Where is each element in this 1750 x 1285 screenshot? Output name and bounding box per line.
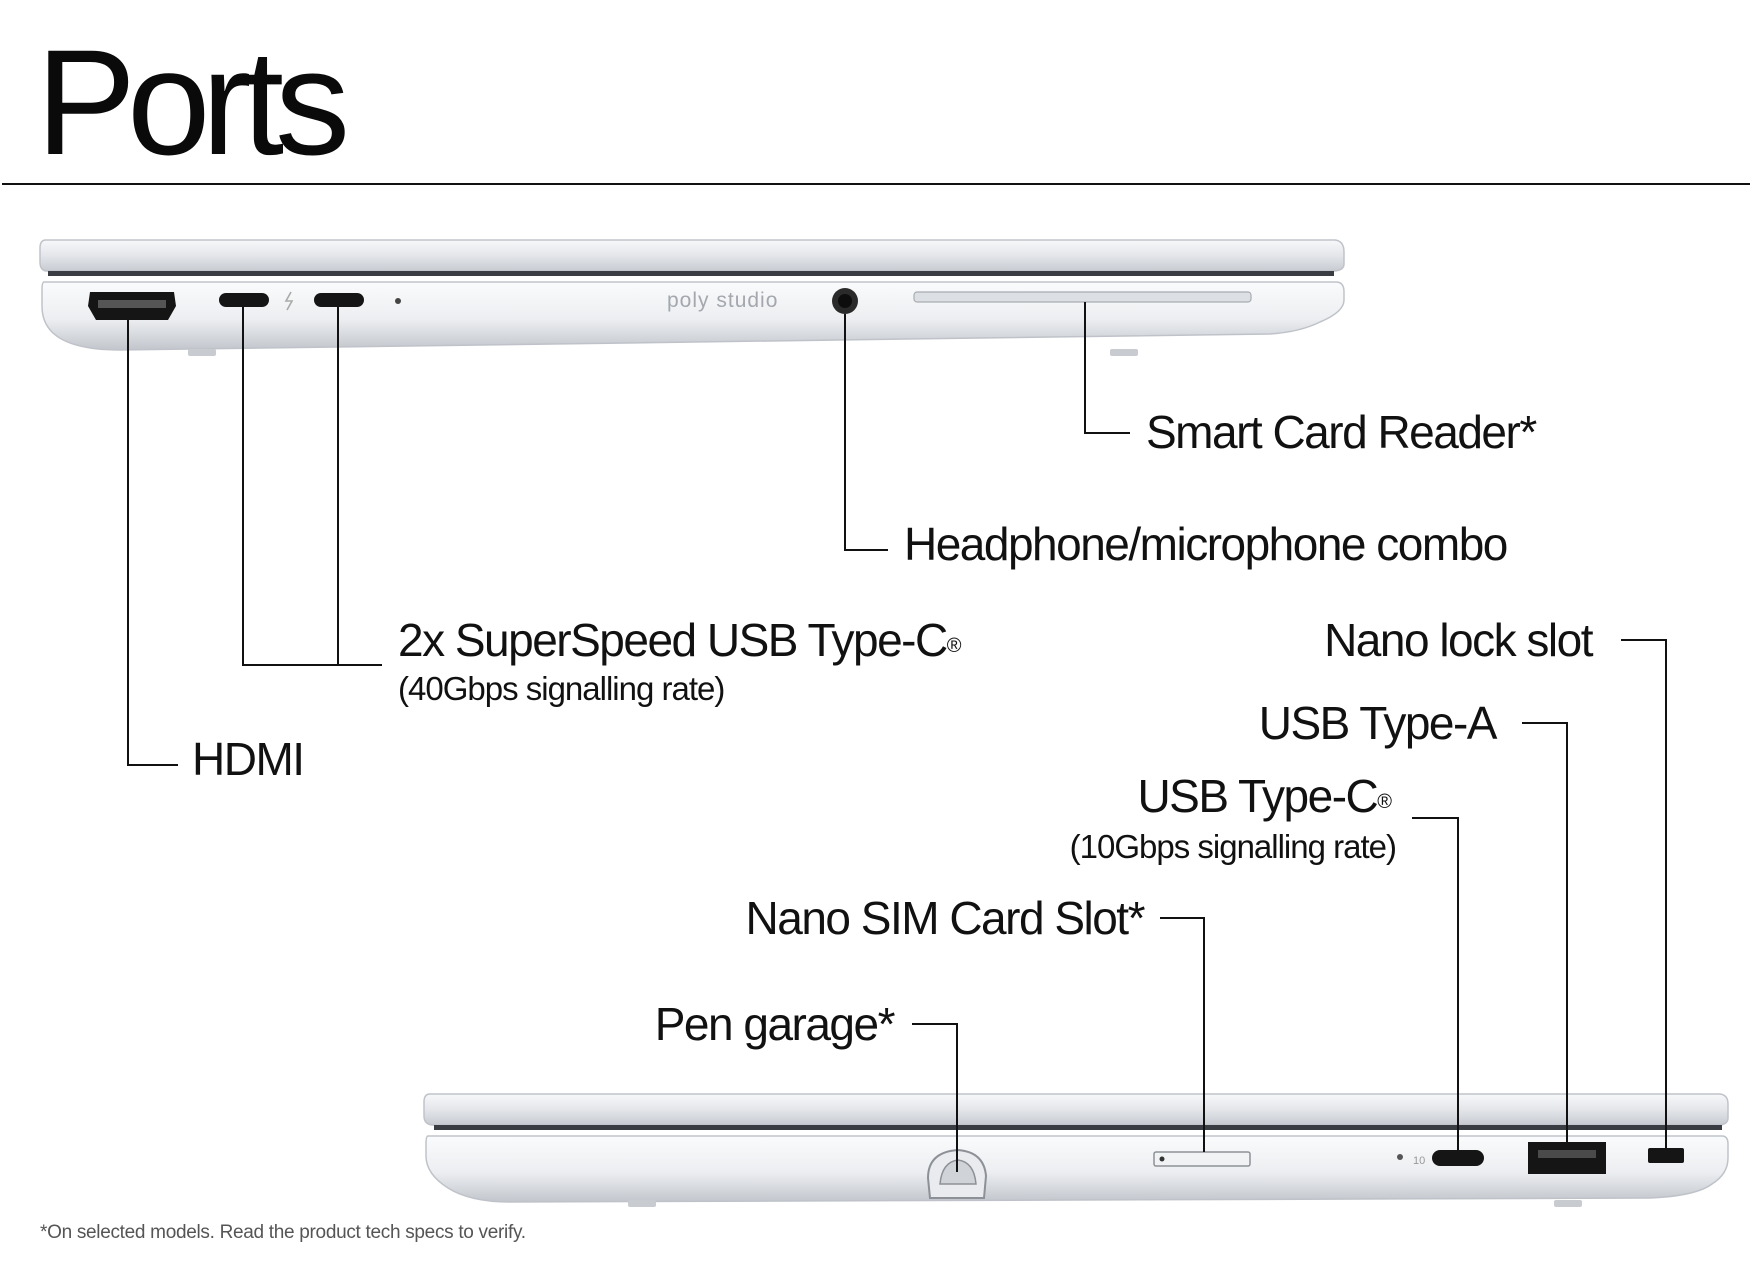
label-hdmi: HDMI — [192, 733, 305, 785]
laptop-left-side: poly studio — [39, 239, 1345, 356]
label-smart-card-reader: Smart Card Reader* — [1146, 406, 1537, 458]
usb-c-port — [219, 293, 269, 307]
label-usb-c-dual: 2x SuperSpeed USB Type-C® — [398, 614, 962, 666]
foot — [188, 349, 216, 356]
leader-nano-sim — [1160, 917, 1205, 1152]
foot — [1554, 1200, 1582, 1207]
hdmi-port-contacts — [98, 300, 166, 308]
poly-studio-logo: poly studio — [667, 289, 778, 312]
hinge-gap — [48, 271, 1334, 276]
nano-lock-slot — [1648, 1148, 1684, 1163]
leader-nano-lock — [1621, 639, 1667, 1148]
status-led — [1397, 1154, 1403, 1160]
smart-card-slot — [913, 291, 1252, 303]
leader-smart-card — [1084, 302, 1130, 434]
label-pen-garage: Pen garage* — [654, 998, 896, 1050]
label-usb-type-a: USB Type-A — [1258, 697, 1498, 749]
leader-usb-c-dual — [242, 307, 382, 666]
usb-c-port — [314, 293, 364, 307]
usb-c-port — [1432, 1150, 1484, 1166]
label-usb-type-c: USB Type-C® — [1137, 770, 1392, 822]
page-title: Ports — [36, 18, 350, 186]
usb-speed-icon: 10 — [1413, 1155, 1425, 1167]
label-usb-type-c-note: (10Gbps signalling rate) — [1069, 828, 1397, 865]
lid — [39, 239, 1345, 272]
nano-sim-slot — [1153, 1151, 1251, 1167]
laptop-right-side: 10 — [423, 1093, 1729, 1207]
leader-usb-a — [1522, 722, 1568, 1142]
label-headphone-combo: Headphone/microphone combo — [904, 518, 1508, 570]
label-nano-lock-slot: Nano lock slot — [1324, 614, 1593, 666]
leader-headphone — [844, 314, 888, 551]
title-divider — [2, 183, 1750, 185]
hinge-gap — [434, 1125, 1722, 1130]
leader-lines — [127, 302, 1667, 1172]
leader-hdmi — [127, 320, 178, 766]
base — [425, 1135, 1729, 1203]
footnote: *On selected models. Read the product te… — [40, 1222, 526, 1243]
leader-pen-garage — [912, 1023, 958, 1172]
label-nano-sim-slot: Nano SIM Card Slot* — [745, 892, 1146, 944]
label-usb-c-dual-note: (40Gbps signalling rate) — [398, 670, 725, 707]
thunderbolt-icon — [284, 291, 294, 311]
status-led — [395, 298, 401, 304]
foot — [628, 1200, 656, 1207]
leader-usb-c — [1412, 817, 1459, 1150]
lid — [423, 1093, 1729, 1126]
foot — [1110, 349, 1138, 356]
